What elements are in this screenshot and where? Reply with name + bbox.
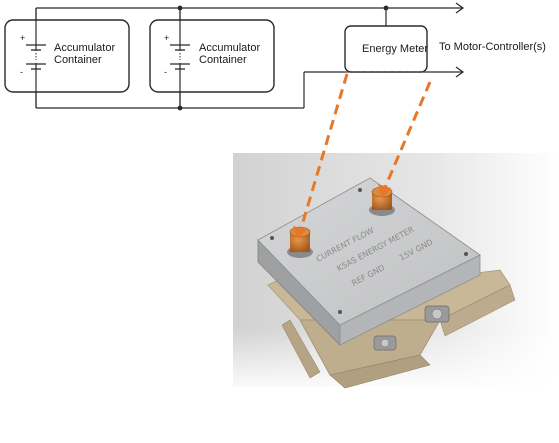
motor-controller-label: To Motor-Controller(s) (439, 41, 546, 53)
container-right-line2: Container (199, 54, 247, 66)
minus-sign-right: - (164, 67, 167, 77)
battery-symbol-right (170, 44, 190, 70)
container-left-line2: Container (54, 54, 102, 66)
output-arrows (455, 2, 465, 78)
dashed-link-right (382, 81, 432, 191)
dashed-link-arrowheads (293, 184, 391, 240)
minus-sign-left: - (20, 67, 23, 77)
battery-symbol-left (26, 44, 46, 70)
energy-meter-label: Energy Meter (362, 43, 428, 55)
accumulator-container-left: + - Accumulator Container (4, 8, 130, 108)
terminal-left (287, 226, 313, 258)
plus-sign-right: + (164, 33, 169, 43)
accumulator-container-right: + - Accumulator Container (149, 8, 275, 108)
container-right-line1: Accumulator (199, 42, 260, 54)
plus-sign-left: + (20, 33, 25, 43)
screw-holes (270, 188, 468, 314)
dashed-link-arrows (298, 73, 432, 233)
side-connectors (373, 305, 450, 351)
lid-top (257, 177, 481, 326)
dashed-link-left (298, 73, 349, 233)
energy-meter-box: Energy Meter (344, 25, 428, 73)
container-left-line1: Accumulator (54, 42, 115, 54)
device-render: CURRENT FLOW KSAS ENERGY METER REF GND 1… (233, 153, 559, 389)
